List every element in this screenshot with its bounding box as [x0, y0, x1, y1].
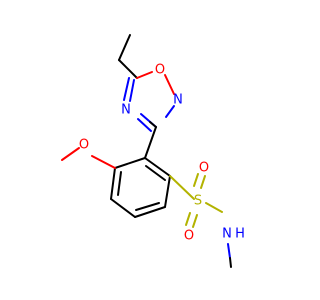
bond-benz-1 [144, 157, 171, 177]
bond-benz-2 [164, 175, 171, 208]
bond-c-s [169, 175, 195, 200]
atom-o-sulfonyl-top: O [199, 161, 209, 176]
bond-methoxy-o [91, 155, 116, 169]
bond-benz-double-3 [117, 171, 122, 196]
bond-ethyl-ch3 [118, 34, 131, 61]
bond-n-ch3 [227, 243, 231, 259]
bond-ethyl-ch2 [118, 59, 138, 79]
atom-o-methoxy: O [79, 138, 89, 153]
bond-c3-n4-c [149, 121, 157, 128]
atom-n-amide: N [222, 227, 232, 242]
atom-o-ring: O [155, 63, 165, 78]
bond-s-o-bottom-a [185, 212, 191, 226]
bond-benz-3 [134, 206, 166, 218]
bond-n2-c3 [165, 105, 175, 118]
bond-s-o-bottom-b [192, 214, 198, 228]
atom-n-ring-left: N [121, 103, 131, 118]
atom-n-ring-right: N [173, 93, 183, 108]
bond-benz-double-1 [145, 165, 166, 181]
bond-methoxy-ch3 [61, 147, 80, 161]
bond-s-o-top-b [193, 173, 199, 187]
bond-benz-5 [110, 167, 116, 200]
atom-o-sulfonyl-bottom: O [184, 229, 194, 244]
molecule-structure: O N N O S O O N H [61, 34, 245, 268]
bond-s-o-top-a [200, 175, 206, 189]
bond-oxadiazole-benzene [144, 126, 157, 159]
bond-c5-o1 [136, 71, 153, 79]
bond-s-n [205, 202, 223, 213]
bond-benz-double-2 [135, 202, 160, 211]
atom-s-sulfonyl: S [194, 194, 202, 209]
bond-o1-n2 [164, 74, 175, 95]
bond-n4-c5-b [123, 77, 130, 101]
bond-benz-6 [114, 157, 146, 169]
bond-benz-4 [110, 198, 136, 218]
atom-h-amide: H [235, 227, 245, 242]
bond-n4-c5-a [129, 79, 135, 102]
bond-n-ch3-end [229, 257, 232, 268]
bond-c3-n4-b [137, 118, 152, 132]
